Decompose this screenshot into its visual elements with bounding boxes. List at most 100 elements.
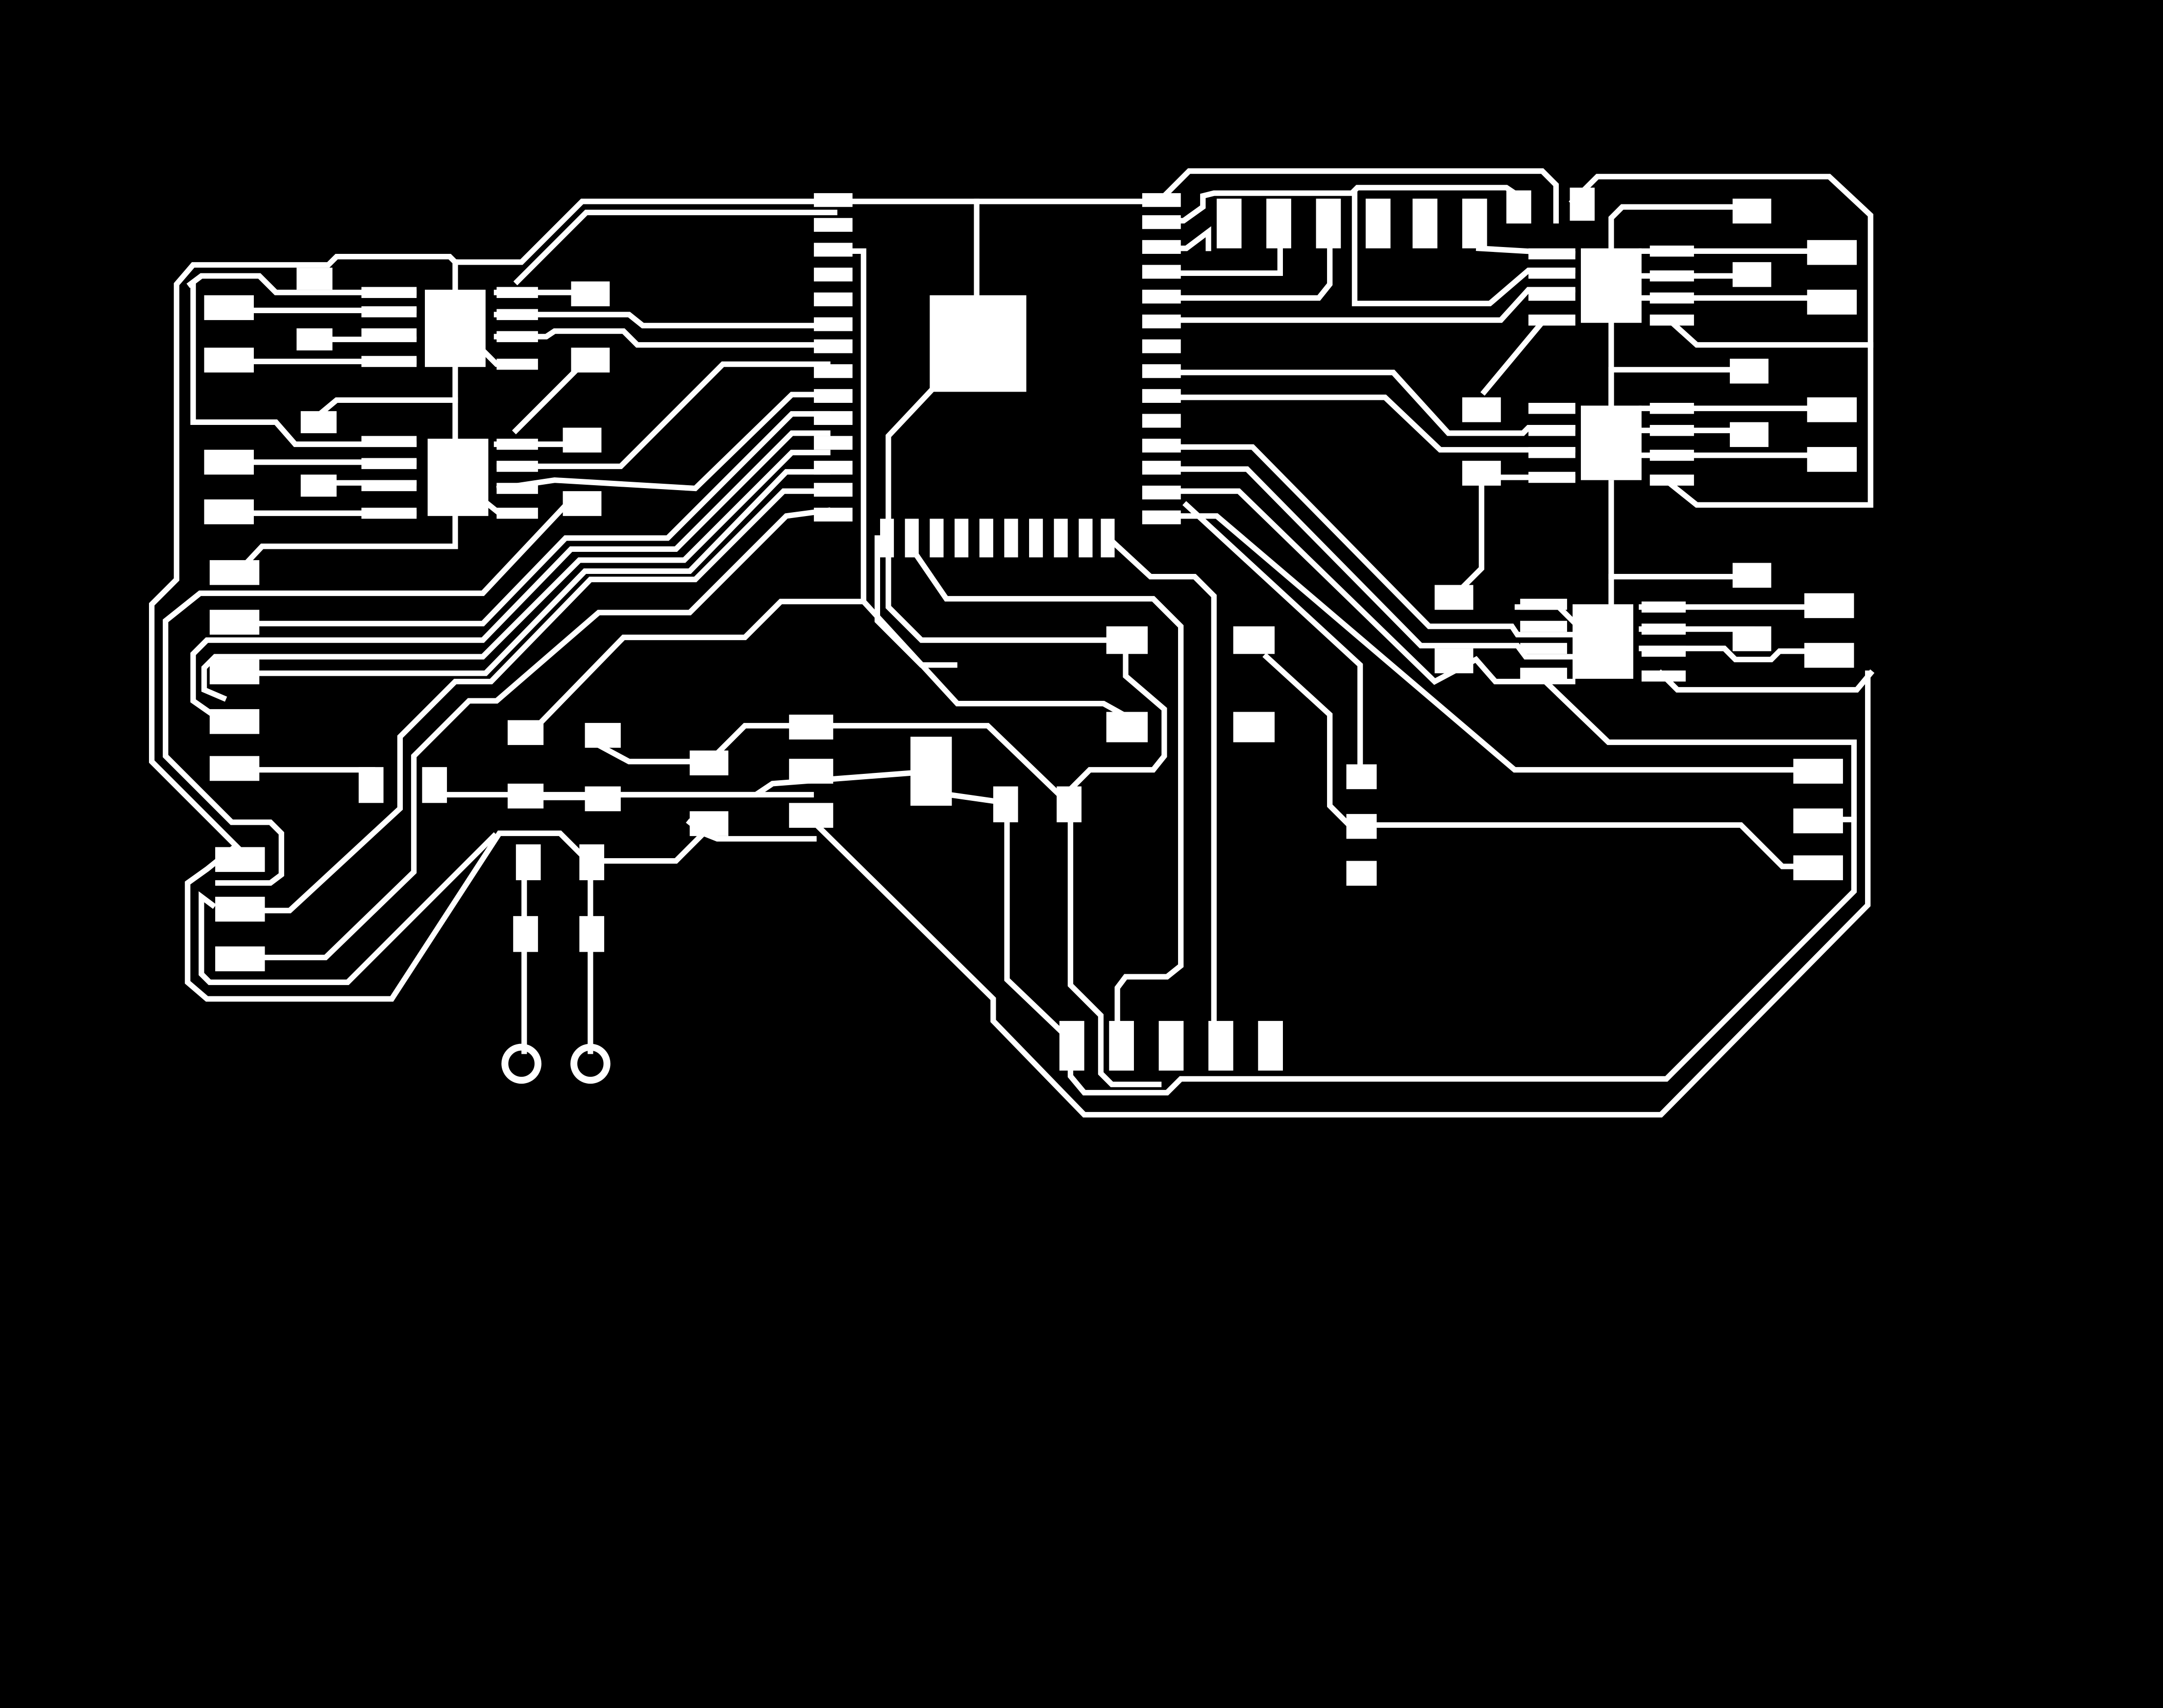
pad <box>1142 389 1181 403</box>
pad <box>1142 314 1181 328</box>
pad <box>563 427 602 453</box>
trace <box>316 397 458 418</box>
pad <box>1434 648 1474 673</box>
pad <box>1101 519 1115 558</box>
pad <box>1208 1021 1233 1071</box>
pad <box>1793 855 1843 880</box>
pad <box>496 439 538 450</box>
pad <box>789 803 834 828</box>
trace <box>1569 173 1873 348</box>
pad <box>1057 786 1082 822</box>
pad <box>1142 485 1181 500</box>
pad <box>1142 439 1181 453</box>
pad <box>1641 645 1686 657</box>
pad <box>1142 364 1181 378</box>
trace <box>163 495 575 886</box>
pad <box>1258 1021 1283 1071</box>
pad <box>1142 414 1181 428</box>
pad <box>1649 246 1694 257</box>
pad <box>813 461 853 475</box>
pad <box>563 491 602 516</box>
trace <box>1067 797 1162 1088</box>
pad <box>1732 262 1771 287</box>
trace <box>1608 367 1755 411</box>
pad <box>209 709 260 734</box>
pad <box>955 519 969 558</box>
pad <box>496 358 538 370</box>
pad <box>496 287 538 298</box>
pad <box>1649 425 1694 436</box>
trace <box>885 385 1120 643</box>
pad <box>1106 626 1148 654</box>
pad <box>1316 198 1341 248</box>
trace <box>1058 645 1167 802</box>
pad <box>361 458 417 470</box>
pad <box>813 411 853 425</box>
pad <box>215 896 265 922</box>
trace <box>1156 513 1838 773</box>
trace <box>1110 540 1217 1065</box>
test-point-via <box>501 1043 541 1084</box>
pad <box>571 281 610 306</box>
trace <box>520 248 866 743</box>
pad <box>215 847 265 872</box>
pad <box>496 483 538 494</box>
test-points <box>501 1043 611 1084</box>
pad <box>1528 447 1575 458</box>
pad <box>1528 425 1575 436</box>
pad <box>1520 620 1567 632</box>
pad <box>496 309 538 321</box>
pad <box>1649 449 1694 461</box>
pad <box>993 786 1018 822</box>
pad <box>296 268 333 290</box>
pad <box>1216 198 1242 248</box>
pad <box>1142 240 1181 254</box>
pad <box>813 193 853 207</box>
pad <box>1106 712 1148 743</box>
pad <box>1807 397 1857 422</box>
pad <box>585 786 621 812</box>
trace <box>874 535 958 668</box>
pad <box>300 474 337 497</box>
pad <box>1641 670 1686 682</box>
pad <box>813 268 853 282</box>
ic-body <box>1581 248 1642 323</box>
trace <box>231 488 831 914</box>
pad <box>361 306 417 318</box>
pad <box>1142 215 1181 229</box>
pad <box>496 507 538 519</box>
pad <box>1804 643 1854 668</box>
pad <box>813 317 853 331</box>
pad <box>813 292 853 306</box>
pad <box>1732 198 1771 224</box>
pad <box>1365 198 1391 248</box>
pad <box>1434 585 1474 610</box>
pad <box>507 783 544 809</box>
trace <box>1156 226 1333 301</box>
pad <box>1346 861 1377 886</box>
pad <box>1346 814 1377 839</box>
pad <box>1793 759 1843 784</box>
pad <box>1520 598 1567 610</box>
pad <box>930 519 944 558</box>
pad <box>1142 290 1181 304</box>
ic-body <box>425 290 486 367</box>
pad <box>1730 422 1769 447</box>
pad <box>905 519 919 558</box>
pad <box>1649 402 1694 414</box>
pad <box>507 720 544 745</box>
trace <box>231 507 831 961</box>
pad <box>813 364 853 378</box>
ic-body <box>1581 405 1642 480</box>
pad <box>1029 519 1043 558</box>
trace <box>1480 322 1544 396</box>
pad <box>585 723 621 748</box>
pad <box>204 347 254 373</box>
trace <box>1608 204 1755 251</box>
pad <box>1528 471 1575 483</box>
pad <box>1793 808 1843 834</box>
pad <box>358 767 384 803</box>
pad <box>1233 626 1275 654</box>
